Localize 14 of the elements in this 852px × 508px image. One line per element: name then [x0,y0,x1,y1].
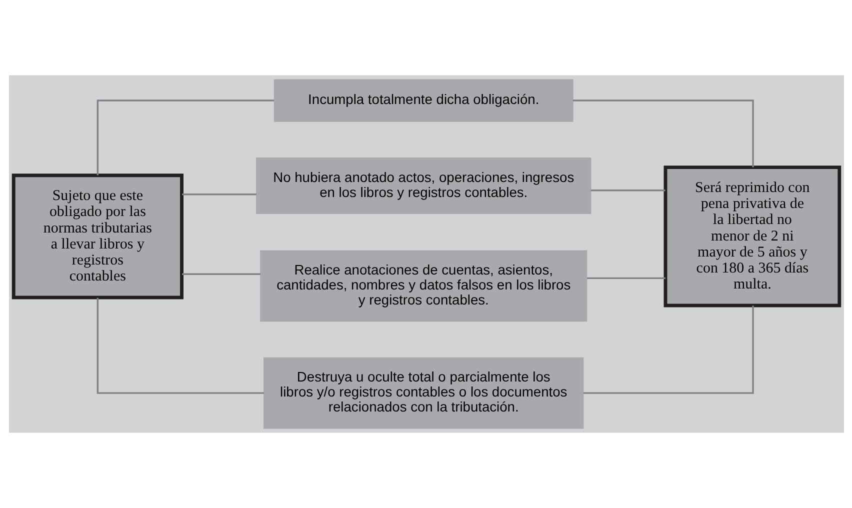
node-box: Sujeto que este obligado por las normas tributarias a llevar libros y registros contables [11,174,183,300]
connector [182,194,256,196]
node-box: Destruya u oculte total o parcialmente los libros y/o registros contables o los documentos relacionados con la tributación. [263,357,584,429]
connector [96,100,274,176]
connector [182,273,260,276]
connector [586,277,665,280]
node-box: Será reprimido con pena privativa de la libertad no menor de 2 ni mayor de 5 años y con 180 a 365 días multa. [663,166,841,308]
connector [590,190,665,192]
connector [96,298,264,394]
node-box: Realice anotaciones de cuentas, asientos, cantidades, nombres y datos falsos en los libros y registros contables. [260,250,587,322]
node-box: No hubiera anotado actos, operaciones, ingresos en los libros y registros contables. [256,158,591,214]
connector [583,306,754,394]
node-box: Incumpla totalmente dicha obligación. [273,79,573,122]
connector [572,100,754,168]
